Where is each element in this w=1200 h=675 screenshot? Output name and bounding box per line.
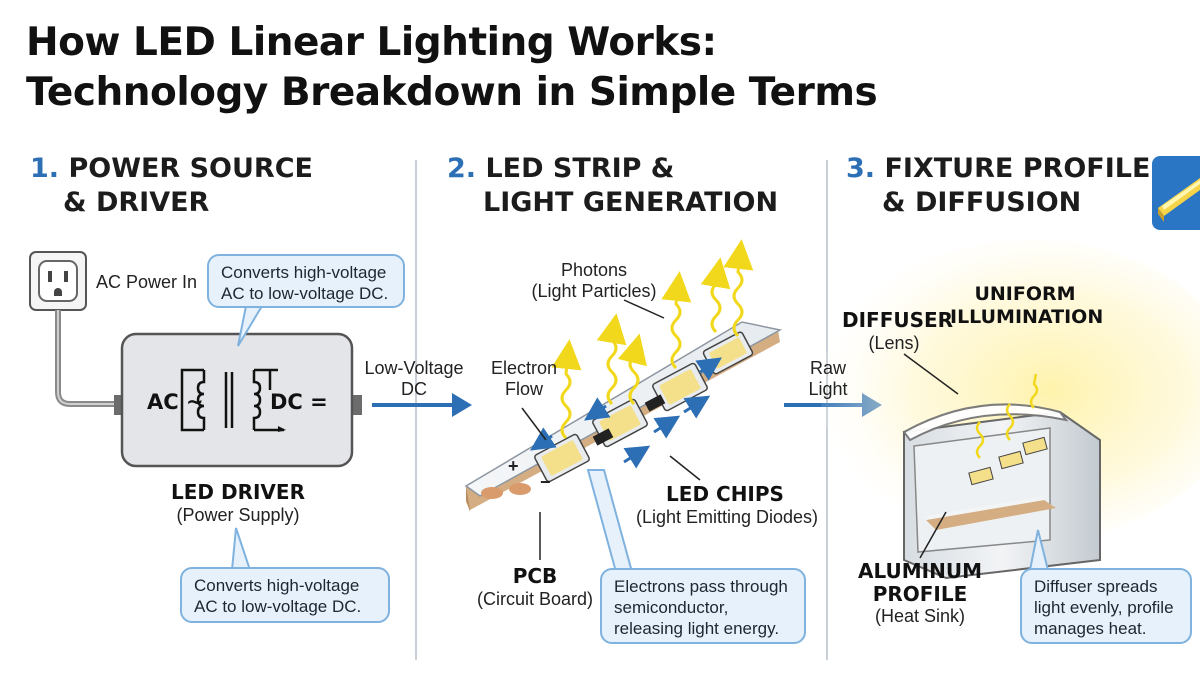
led-strip-callout: Electrons pass through semiconductor, re… — [600, 568, 806, 644]
section-heading-line1: POWER SOURCE — [68, 153, 313, 184]
label-line: DC — [401, 379, 427, 399]
section-heading-line2: LIGHT GENERATION — [483, 187, 779, 218]
page-title: How LED Linear Lighting Works: Technolog… — [26, 18, 878, 118]
callout-line: Converts high-voltage — [221, 263, 387, 282]
label-line: UNIFORM — [974, 283, 1076, 305]
section-number: 2. — [447, 153, 477, 184]
driver-callout-top: Converts high-voltage AC to low-voltage … — [207, 254, 405, 308]
callout-line: AC to low-voltage DC. — [221, 284, 389, 303]
driver-callout-bottom: Converts high-voltage AC to low-voltage … — [180, 567, 390, 623]
label-line: PROFILE — [872, 582, 968, 606]
ac-symbol-label: AC ~ — [147, 390, 204, 414]
led-driver-sublabel: (Power Supply) — [176, 505, 300, 525]
section-heading-power: 1. POWER SOURCE & DRIVER — [30, 152, 313, 220]
wall-outlet-icon — [29, 251, 87, 311]
aluminum-profile-label: ALUMINUM PROFILE — [856, 560, 984, 606]
plus-terminal-label: + — [508, 456, 519, 476]
ac-power-in-label: AC Power In — [96, 272, 198, 292]
label-line: ALUMINUM — [858, 559, 982, 583]
section-number: 1. — [30, 153, 60, 184]
diffuser-label: DIFFUSER — [842, 308, 954, 332]
section-number: 3. — [846, 153, 876, 184]
title-line-2: Technology Breakdown in Simple Terms — [26, 70, 878, 115]
label-line: Low-Voltage — [364, 358, 464, 378]
electron-flow-label: Electron Flow — [476, 358, 572, 400]
section-heading-line1: LED STRIP & — [485, 153, 675, 184]
led-chip — [534, 433, 590, 483]
label-line: ILLUMINATION — [950, 306, 1104, 328]
photons-label: Photons (Light Particles) — [514, 260, 674, 302]
section-heading-fixture: 3. FIXTURE PROFILE & DIFFUSION — [846, 152, 1150, 220]
low-voltage-dc-label: Low-Voltage DC — [358, 358, 470, 400]
callout-line: semiconductor, — [614, 598, 729, 617]
led-chips-label: LED CHIPS — [666, 482, 784, 506]
fixture-callout: Diffuser spreads light evenly, profile m… — [1020, 568, 1192, 644]
section-heading-line2: & DRIVER — [63, 187, 210, 218]
callout-line: AC to low-voltage DC. — [194, 597, 362, 616]
uniform-illumination-label: UNIFORM ILLUMINATION — [950, 283, 1104, 329]
led-driver-label: LED DRIVER — [171, 480, 305, 504]
section-heading-strip: 2. LED STRIP & LIGHT GENERATION — [447, 152, 778, 220]
label-line: Photons — [560, 260, 628, 280]
callout-line: light evenly, profile — [1034, 598, 1174, 617]
callout-line: Converts high-voltage — [194, 576, 360, 595]
callout-line: Diffuser spreads — [1034, 577, 1158, 596]
diffuser-sublabel: (Lens) — [868, 333, 920, 353]
label-line: Raw — [809, 358, 846, 378]
title-line-1: How LED Linear Lighting Works: — [26, 20, 717, 65]
section-heading-line1: FIXTURE PROFILE — [884, 153, 1151, 184]
label-line: Electron — [490, 358, 558, 378]
section-divider-1 — [415, 160, 417, 660]
callout-line: releasing light energy. — [614, 619, 780, 638]
photon-arrow-icon — [551, 239, 754, 440]
led-chips-sublabel: (Light Emitting Diodes) — [635, 507, 819, 527]
diffuser-lens — [902, 403, 1069, 442]
label-line: (Light Particles) — [531, 281, 657, 301]
led-strip-thumbnail-icon — [1152, 156, 1200, 230]
transformer-icon — [180, 368, 284, 432]
callout-line: manages heat. — [1034, 619, 1147, 638]
pcb-label: PCB — [512, 564, 558, 588]
section-heading-line2: & DIFFUSION — [882, 187, 1082, 218]
driver-box — [114, 332, 362, 468]
aluminum-profile — [903, 410, 1101, 580]
raw-light-label: Raw Light — [792, 358, 864, 400]
label-line: Flow — [504, 379, 543, 399]
label-line: Light — [808, 379, 848, 399]
callout-line: Electrons pass through — [614, 577, 788, 596]
aluminum-profile-sublabel: (Heat Sink) — [874, 606, 966, 626]
minus-terminal-label: − — [540, 472, 551, 492]
pcb-sublabel: (Circuit Board) — [476, 589, 594, 609]
dc-symbol-label: DC = — [270, 390, 328, 414]
